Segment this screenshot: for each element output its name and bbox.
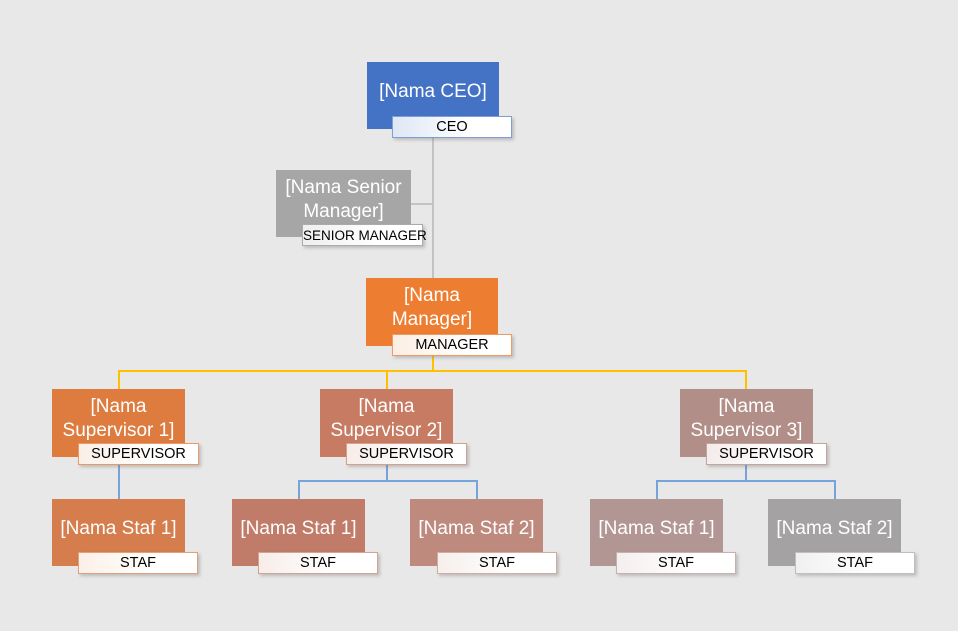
node-supervisor3-name: [Nama Supervisor 3]	[690, 396, 803, 441]
tag-senior-manager-text: SENIOR MANAGER	[303, 228, 427, 243]
tag-manager[interactable]: MANAGER	[392, 334, 512, 356]
node-supervisor2-name: [Nama Supervisor 2]	[330, 396, 443, 441]
tag-staf-s1-1[interactable]: STAF	[78, 552, 198, 574]
connector-sup3-horizontal	[656, 480, 835, 482]
tag-ceo-text: CEO	[436, 119, 468, 135]
tag-supervisor2[interactable]: SUPERVISOR	[346, 443, 467, 465]
node-ceo-name: [Nama CEO]	[379, 80, 487, 102]
tag-supervisor2-text: SUPERVISOR	[359, 446, 454, 462]
tag-supervisor1-text: SUPERVISOR	[91, 446, 186, 462]
node-staf-s1-1-name: [Nama Staf 1]	[60, 517, 177, 539]
connector-sup3-drop-staf1	[656, 480, 658, 499]
connector-sup2-drop-staf1	[298, 480, 300, 499]
tag-staf-s2-1[interactable]: STAF	[258, 552, 378, 574]
tag-ceo[interactable]: CEO	[392, 116, 512, 138]
tag-staf-s2-2[interactable]: STAF	[437, 552, 557, 574]
node-senior-manager-name: [Nama Senior Manager]	[285, 176, 402, 222]
tag-supervisor3-text: SUPERVISOR	[719, 446, 814, 462]
tag-staf-s3-1-text: STAF	[658, 555, 694, 571]
tag-senior-manager[interactable]: SENIOR MANAGER	[302, 224, 427, 246]
tag-staf-s3-1[interactable]: STAF	[616, 552, 736, 574]
connector-senior-manager-branch	[410, 203, 432, 205]
tag-supervisor1[interactable]: SUPERVISOR	[78, 443, 199, 465]
connector-drop-supervisor1	[118, 370, 120, 389]
connector-manager-stem	[432, 356, 434, 371]
node-staf-s3-1-name: [Nama Staf 1]	[598, 517, 715, 539]
tag-supervisor3[interactable]: SUPERVISOR	[706, 443, 827, 465]
connector-sup1-staf1	[118, 465, 120, 499]
node-supervisor1-name: [Nama Supervisor 1]	[62, 396, 175, 441]
connector-sup3-drop-staf2	[834, 480, 836, 499]
node-manager-name: [Nama Manager]	[391, 285, 473, 330]
tag-manager-text: MANAGER	[415, 337, 489, 353]
tag-staf-s3-2[interactable]: STAF	[795, 552, 915, 574]
tag-staf-s1-1-text: STAF	[120, 555, 156, 571]
connector-sup3-stem	[745, 465, 747, 481]
connector-ceo-manager-vertical	[432, 138, 434, 279]
tag-staf-s2-1-text: STAF	[300, 555, 336, 571]
connector-drop-supervisor3	[745, 370, 747, 389]
connector-manager-horizontal	[118, 370, 746, 372]
tag-staf-s3-2-text: STAF	[837, 555, 873, 571]
node-staf-s3-2-name: [Nama Staf 2]	[776, 517, 893, 539]
connector-drop-supervisor2	[386, 370, 388, 389]
node-staf-s2-2-name: [Nama Staf 2]	[418, 517, 535, 539]
tag-staf-s2-2-text: STAF	[479, 555, 515, 571]
connector-sup2-drop-staf2	[476, 480, 478, 499]
connector-sup2-horizontal	[298, 480, 477, 482]
node-staf-s2-1-name: [Nama Staf 1]	[240, 517, 357, 539]
connector-sup2-stem	[386, 465, 388, 481]
